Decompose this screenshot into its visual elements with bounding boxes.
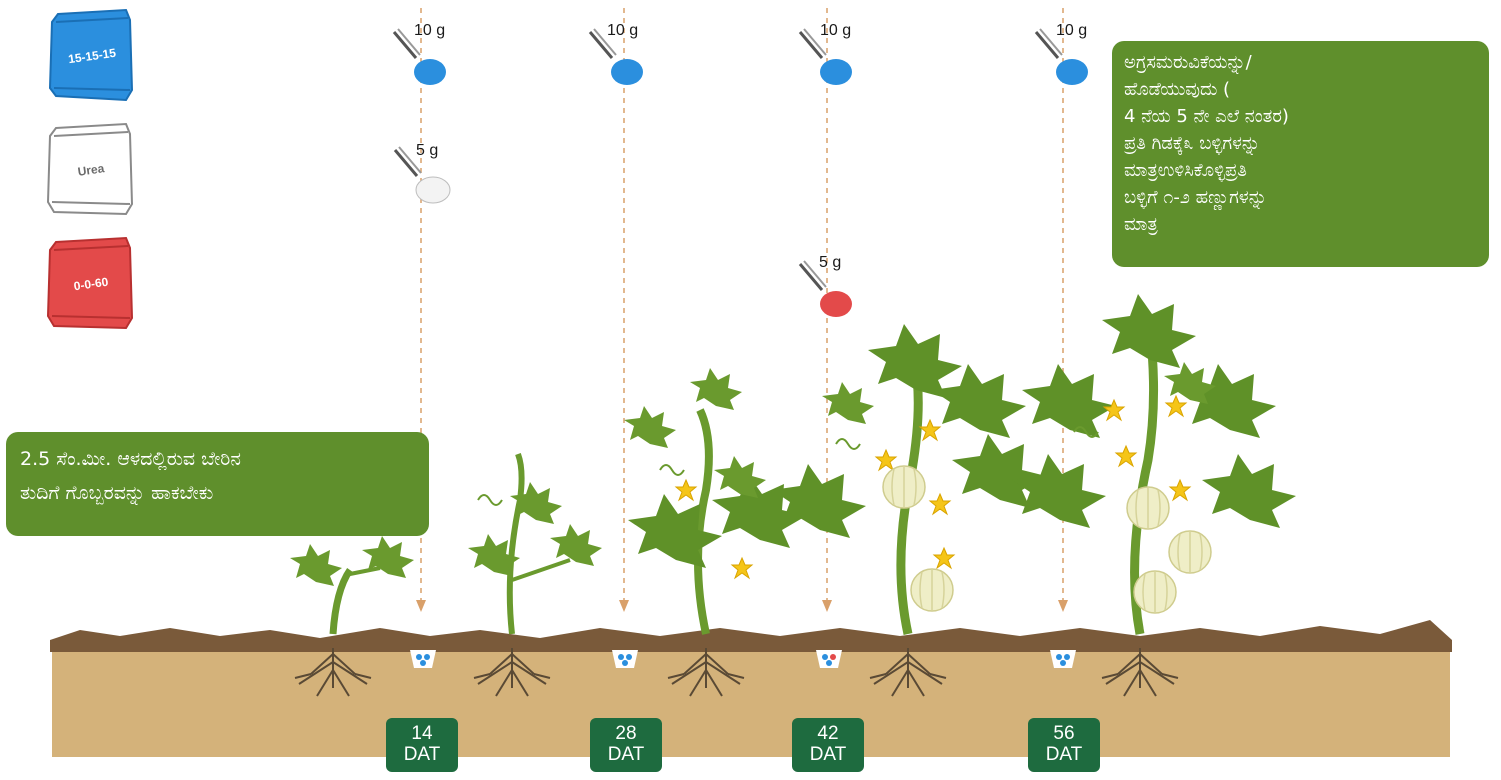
note-line: 4 ನೆಯ 5 ನೇ ಎಲೆ ನಂತರ) <box>1124 103 1477 130</box>
dat-unit: DAT <box>386 744 458 765</box>
arrow-down-icon <box>822 600 832 612</box>
note-line: ಬಳ್ಳಿಗೆ ೧-೨ ಹಣ್ಣುಗಳನ್ನು <box>1124 184 1477 211</box>
arrow-down-icon <box>619 600 629 612</box>
dat-number: 56 <box>1028 723 1100 744</box>
dat-number: 28 <box>590 723 662 744</box>
note-line: 2.5 ಸೆಂ.ಮೀ. ಆಳದಲ್ಲಿರುವ ಬೇರಿನ <box>20 442 415 476</box>
note-line: ಪ್ರತಿ ಗಿಡಕ್ಕೆ೩ ಬಳ್ಳಿಗಳನ್ನು <box>1124 130 1477 157</box>
plant-stage-4 <box>772 324 1046 634</box>
dat-number: 14 <box>386 723 458 744</box>
amount-label-15-15-15-14-dat: 10 g <box>414 22 445 40</box>
dat-unit: DAT <box>1028 744 1100 765</box>
plant-stage-2 <box>468 454 602 634</box>
dat-number: 42 <box>792 723 864 744</box>
amount-label-0-0-60-42-dat: 5 g <box>819 254 841 272</box>
plant-stage-5 <box>1012 294 1296 634</box>
dat-badge-42: 42 DAT <box>792 718 864 772</box>
soil-surface <box>50 620 1452 652</box>
dat-unit: DAT <box>792 744 864 765</box>
arrow-down-icon <box>1058 600 1068 612</box>
note-line: ಹೊಡೆಯುವುದು ( <box>1124 76 1477 103</box>
amount-label-15-15-15-42-dat: 10 g <box>820 22 851 40</box>
root-placement-note: 2.5 ಸೆಂ.ಮೀ. ಆಳದಲ್ಲಿರುವ ಬೇರಿನ ತುದಿಗೆ ಗೊಬ್… <box>6 432 429 536</box>
dat-unit: DAT <box>590 744 662 765</box>
soil-body <box>52 645 1450 757</box>
dat-badge-56: 56 DAT <box>1028 718 1100 772</box>
soil <box>50 620 1452 757</box>
plant-stage-1 <box>290 536 414 634</box>
amount-label-urea-14-dat: 5 g <box>416 142 438 160</box>
pruning-note: ಅಗ್ರಸಮರುವಿಕೆಯನ್ನು/ ಹೊಡೆಯುವುದು ( 4 ನೆಯ 5 … <box>1112 41 1489 267</box>
note-line: ಮಾತ್ರಉಳಿಸಿಕೊಳ್ಳಿಪ್ರತಿ <box>1124 157 1477 184</box>
amount-label-15-15-15-56-dat: 10 g <box>1056 22 1087 40</box>
note-line: ಮಾತ್ರ <box>1124 211 1477 238</box>
amount-label-15-15-15-28-dat: 10 g <box>607 22 638 40</box>
dat-badge-28: 28 DAT <box>590 718 662 772</box>
note-line: ತುದಿಗೆ ಗೊಬ್ಬರವನ್ನು ಹಾಕಬೇಕು <box>20 476 415 510</box>
note-line: ಅಗ್ರಸಮರುವಿಕೆಯನ್ನು/ <box>1124 49 1477 76</box>
arrow-down-icon <box>416 600 426 612</box>
plant-stage-3 <box>624 368 806 634</box>
dat-badge-14: 14 DAT <box>386 718 458 772</box>
